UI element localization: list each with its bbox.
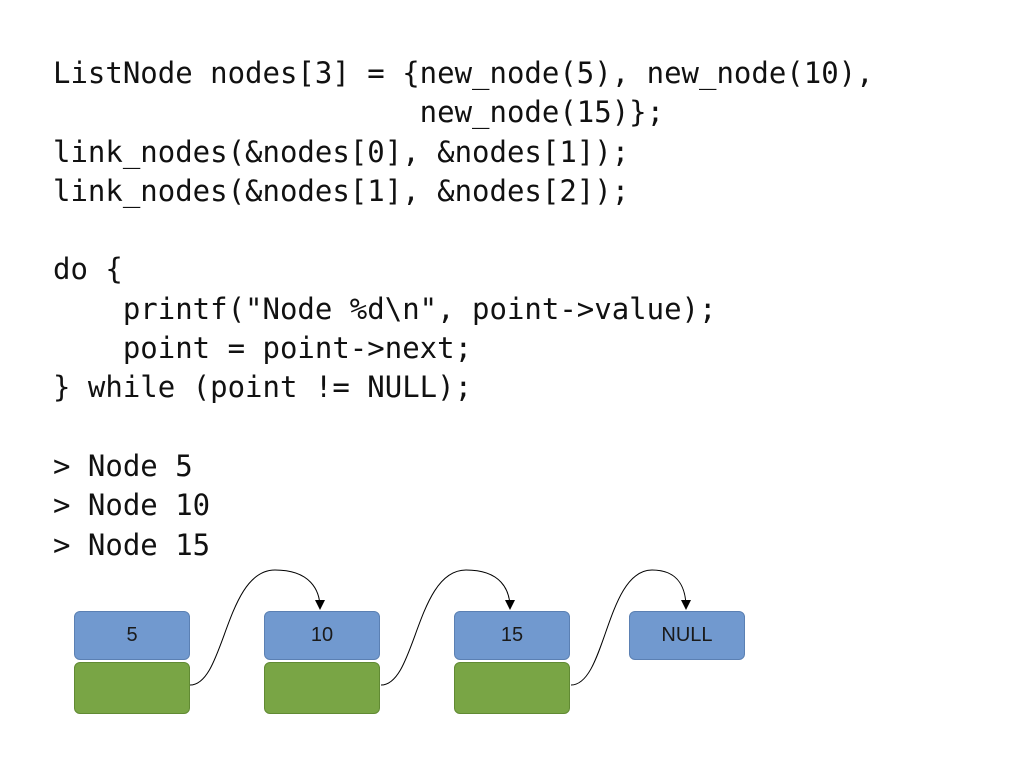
link-arrow-10-to-15 — [380, 569, 515, 686]
link-arrow-15-to-null — [570, 569, 691, 686]
node-15-value-box: 15 — [454, 611, 570, 660]
code-line: ListNode nodes[3] = {new_node(5), new_no… — [53, 56, 874, 90]
null-label: NULL — [661, 624, 713, 646]
linked-list-diagram: 5 10 15 NULL — [0, 560, 1024, 730]
link-arrows — [189, 569, 691, 686]
output-line: > Node 15 — [53, 527, 211, 562]
code-line: link_nodes(&nodes[0], &nodes[1]); — [53, 134, 630, 169]
code-line: link_nodes(&nodes[1], &nodes[2]); — [53, 173, 630, 208]
code-line: } while (point != NULL); — [53, 370, 473, 405]
code-listing: ListNode nodes[3] = {new_node(5), new_no… — [53, 54, 874, 565]
output-line: > Node 5 — [53, 448, 193, 483]
code-line: point = point->next; — [53, 331, 473, 366]
node-5-label: 5 — [126, 624, 138, 646]
code-line — [53, 211, 874, 250]
node-5-value-box: 5 — [74, 611, 190, 660]
code-line — [53, 408, 874, 447]
output-line: > Node 10 — [53, 488, 211, 523]
code-line: do { — [53, 252, 123, 287]
code-line: new_node(15)}; — [53, 95, 665, 130]
code-line: printf("Node %d\n", point->value); — [53, 291, 717, 326]
link-arrow-5-to-10 — [189, 569, 325, 686]
node-10-value-box: 10 — [264, 611, 380, 660]
node-10-label: 10 — [310, 624, 334, 646]
null-box: NULL — [629, 611, 745, 660]
node-15-label: 15 — [500, 624, 524, 646]
node-15-next-box — [454, 662, 570, 714]
node-10-next-box — [264, 662, 380, 714]
node-5-next-box — [74, 662, 190, 714]
